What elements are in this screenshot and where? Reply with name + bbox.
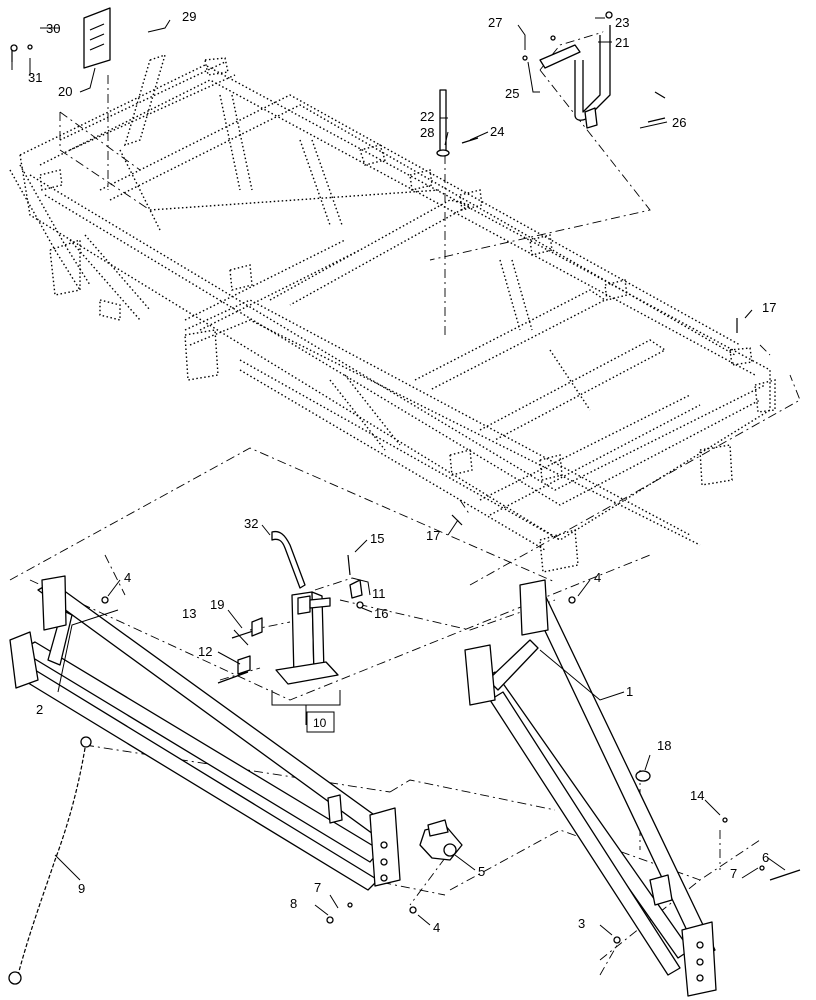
callout-7a: 7: [314, 880, 321, 895]
callout-32: 32: [244, 516, 258, 531]
callout-19: 19: [210, 597, 224, 612]
tongue-arm-left: [9, 575, 401, 891]
callout-24: 24: [490, 124, 504, 139]
leader-lines: [11, 17, 786, 936]
u-bolt-bracket: [539, 25, 611, 129]
callout-23: 23: [615, 15, 629, 30]
assembly-centerlines: [9, 29, 801, 976]
callout-3: 3: [578, 916, 585, 931]
callout-17a: 17: [762, 300, 776, 315]
callout-8: 8: [290, 896, 297, 911]
hitch-clevis: [419, 819, 463, 861]
callout-28: 28: [420, 125, 434, 140]
callout-5: 5: [478, 864, 485, 879]
callout-7b: 7: [730, 866, 737, 881]
hardware: [10, 11, 801, 944]
callout-18: 18: [657, 738, 671, 753]
callout-15: 15: [370, 531, 384, 546]
callout-16: 16: [374, 606, 388, 621]
tongue-arm-right: [464, 579, 717, 997]
jack-stand: [271, 530, 339, 685]
jack-group-bracket: [271, 690, 341, 733]
pin: [436, 89, 450, 157]
callout-31: 31: [28, 70, 42, 85]
callout-4a: 4: [124, 570, 131, 585]
callout-26: 26: [672, 115, 686, 130]
safety-chain: [8, 736, 92, 985]
callout-labels: 1 2 3 4 4 4 5 6 7 7 8 9 10 11 12 13 14 1…: [28, 9, 776, 935]
callout-10: 10: [313, 716, 327, 730]
callout-29: 29: [182, 9, 196, 24]
callout-22: 22: [420, 109, 434, 124]
callout-30: 30: [46, 21, 60, 36]
callout-4c: 4: [433, 920, 440, 935]
callout-2: 2: [36, 702, 43, 717]
callout-14: 14: [690, 788, 704, 803]
callout-21: 21: [615, 35, 629, 50]
callout-13: 13: [182, 606, 196, 621]
callout-11: 11: [372, 586, 386, 601]
callout-12: 12: [198, 644, 212, 659]
callout-20: 20: [58, 84, 72, 99]
callout-27: 27: [488, 15, 502, 30]
callout-6: 6: [762, 850, 769, 865]
callout-9: 9: [78, 881, 85, 896]
main-frame-phantom: [9, 53, 776, 573]
callout-4b: 4: [594, 570, 601, 585]
callout-1: 1: [626, 684, 633, 699]
callout-17b: 17: [426, 528, 440, 543]
manual-holder-bracket: [83, 7, 111, 69]
callout-25: 25: [505, 86, 519, 101]
